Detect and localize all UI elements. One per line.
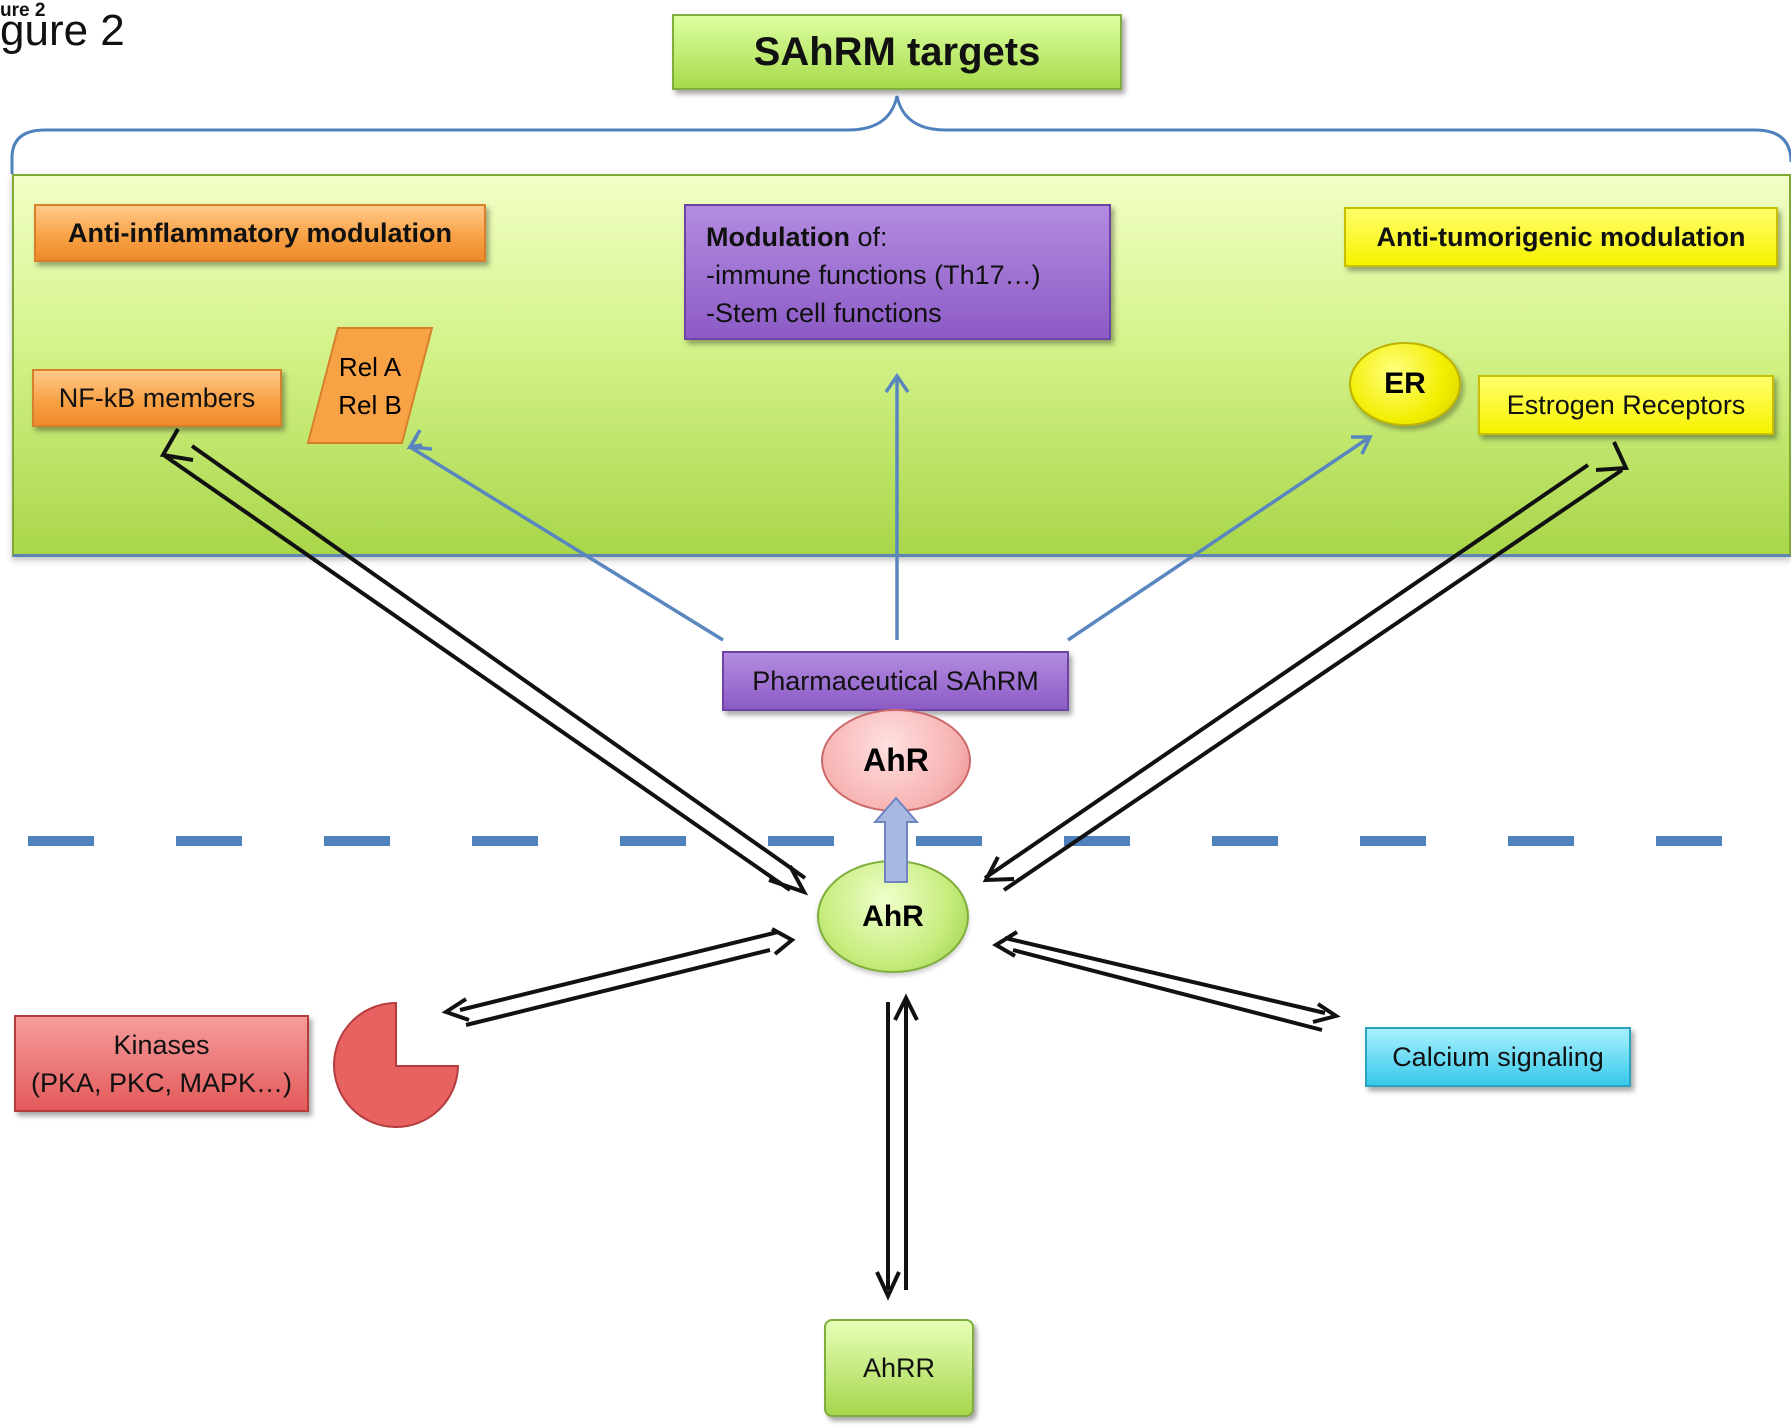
ahrr-box: AhRR	[824, 1319, 974, 1417]
rel-parallelogram	[306, 327, 434, 444]
ahr-center-ellipse: AhR	[817, 860, 969, 973]
arrowhead-ahr-right	[982, 856, 1015, 883]
blue-arrow-relab	[409, 445, 724, 642]
anti-tumorigenic-box: Anti-tumorigenic modulation	[1344, 207, 1778, 267]
er-ellipse: ER	[1349, 342, 1461, 426]
brace	[10, 95, 1791, 174]
rel-ab-box: Rel A Rel B	[308, 328, 432, 443]
kinases-label: Kinases	[113, 1029, 210, 1060]
estrogen-receptors-box: Estrogen Receptors	[1478, 375, 1774, 435]
calcium-signaling-box: Calcium signaling	[1365, 1027, 1631, 1087]
kinases-box: Kinases (PKA, PKC, MAPK…)	[14, 1015, 309, 1112]
sahrm-targets-title: SAhRM targets	[672, 14, 1122, 90]
kinases-sublabel: (PKA, PKC, MAPK…)	[30, 1067, 293, 1098]
arrowhead-ahr-lower-right	[992, 930, 1019, 958]
modulation-heading: Modulation of:	[706, 222, 888, 252]
arrowhead-estrogen	[1595, 441, 1630, 472]
blue-arrow-er	[1067, 435, 1371, 642]
modulation-line-immune: -immune functions (Th17…)	[706, 260, 1041, 290]
ahr-top-ellipse: AhR	[821, 709, 971, 812]
arrowhead-ahr-bottom	[893, 993, 919, 1021]
kinase-pie-shape	[333, 1001, 460, 1128]
figure-label: gure 2	[0, 6, 125, 55]
arrowhead-kinases	[441, 997, 470, 1022]
rel-b-label: Rel B	[338, 389, 402, 420]
nfkb-members-box: NF-kB members	[32, 369, 282, 427]
rel-a-label: Rel A	[338, 351, 402, 382]
modulation-box: Modulation of: -immune functions (Th17…)…	[684, 204, 1111, 340]
modulation-line-stem: -Stem cell functions	[706, 298, 942, 328]
arrowhead-nfkb	[159, 428, 194, 462]
arrowhead-ahr-lower-left	[771, 927, 796, 956]
pharmaceutical-sahrm-box: Pharmaceutical SAhRM	[722, 651, 1069, 711]
arrowhead-ahr-left	[768, 865, 809, 896]
figure-label-small: ure 2	[0, 0, 46, 21]
arrowhead-ahrr	[875, 1271, 901, 1301]
arrowhead-calcium	[1312, 1002, 1341, 1024]
anti-inflammatory-box: Anti-inflammatory modulation	[34, 204, 486, 262]
